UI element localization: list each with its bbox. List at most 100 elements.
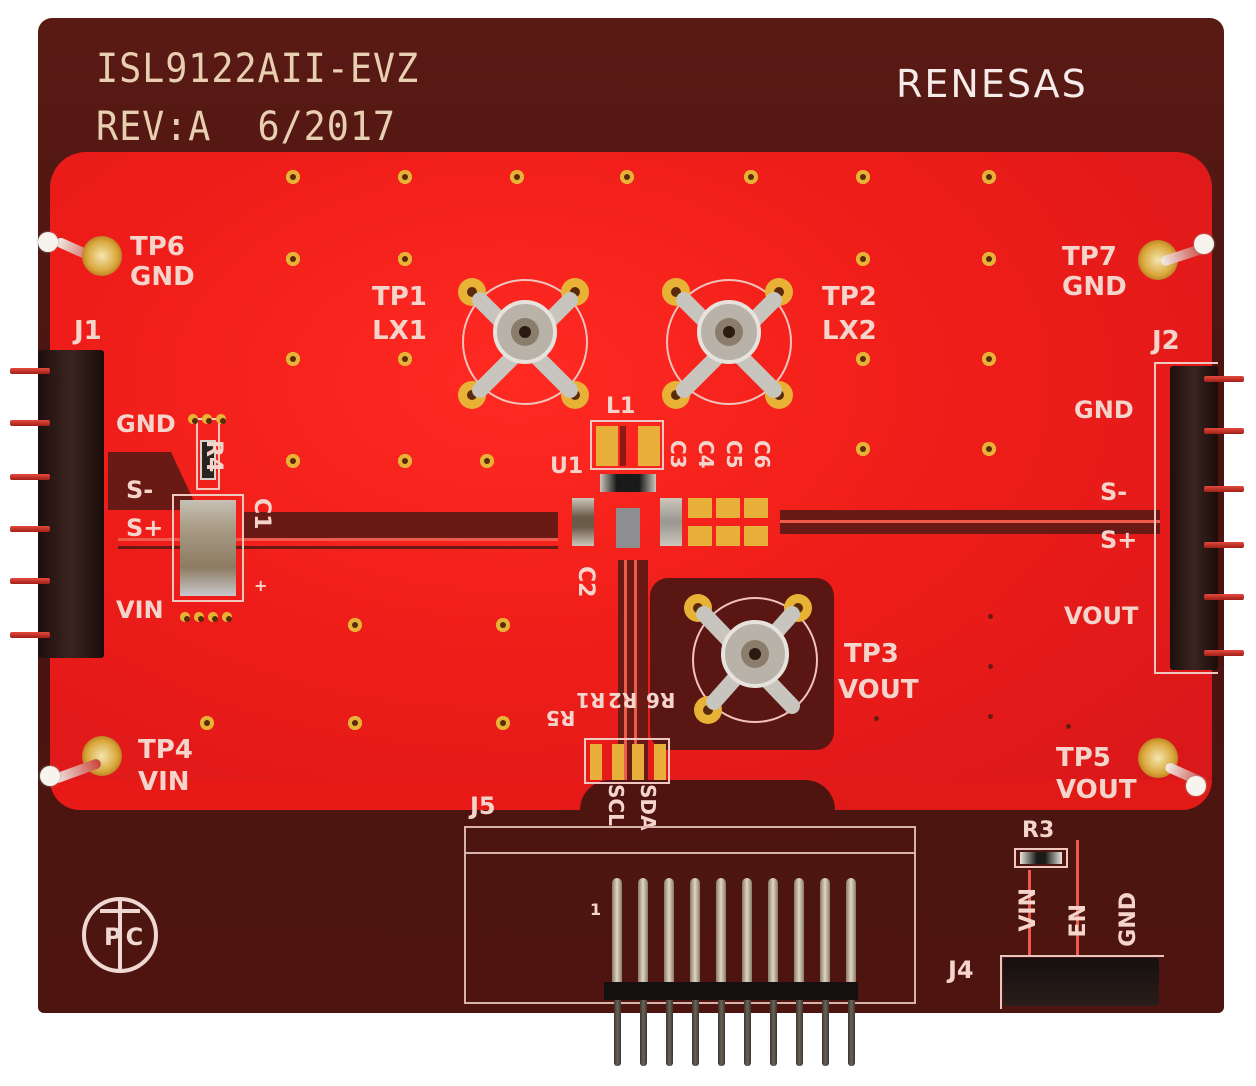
j2-header[interactable] [1170,366,1218,670]
j1-pin[interactable] [10,632,50,638]
j4-ref: J4 [948,956,974,984]
r6-ref: R6 [646,688,676,712]
j4-header[interactable] [1003,958,1159,1006]
j5-pin[interactable] [820,878,830,986]
r3-resistor [1020,852,1062,864]
c4-ref: C4 [694,440,718,469]
via [200,716,214,730]
j1-header[interactable] [38,350,104,658]
via [202,414,212,424]
via [222,612,232,622]
r4-ref: R4 [201,440,226,473]
j5-pin-lower [848,1000,855,1066]
tp1-net: LX1 [372,316,427,346]
j5-pin-lower [744,1000,751,1066]
j1-pin[interactable] [10,368,50,374]
via [856,252,870,266]
via [620,170,634,184]
j2-pin[interactable] [1204,594,1244,600]
j4-label-gnd: GND [1116,892,1141,947]
r6-pad [654,744,666,780]
c6-ref: C6 [750,440,774,469]
tp7-id: TP7 [1062,242,1117,272]
tp7-tip[interactable] [1194,234,1214,254]
copper-pour-bottom-left [50,780,580,810]
j1-pin[interactable] [10,578,50,584]
via [856,442,870,456]
tp5-net: VOUT [1056,775,1137,805]
l1-pad [596,426,618,466]
r5-ref: R5 [546,706,576,730]
j5-pin[interactable] [612,878,622,986]
trace-line [780,520,1160,523]
via [286,170,300,184]
r2-ref: R2 [608,688,638,712]
j5-pin[interactable] [846,878,856,986]
c6-pad [744,498,768,518]
j2-outline [1154,362,1218,674]
via [208,612,218,622]
c5-pad [716,526,740,546]
via [286,252,300,266]
trace-line [118,546,558,549]
j2-pin[interactable] [1204,428,1244,434]
tp6-post[interactable] [82,236,122,276]
j5-pin-lower [666,1000,673,1066]
j5-pin1-marker: 1 [590,900,602,919]
trace-line [634,560,637,780]
tp4-tip[interactable] [40,766,60,786]
j5-pin-lower [614,1000,621,1066]
j5-ref: J5 [470,792,496,820]
j1-label-sense-minus: S- [126,476,154,504]
j5-pin[interactable] [742,878,752,986]
tp2-scope-jack[interactable] [654,270,804,420]
j5-pin[interactable] [664,878,674,986]
j1-pin[interactable] [10,474,50,480]
logo-bar [100,909,140,913]
j2-pin[interactable] [1204,486,1244,492]
tp1-scope-jack[interactable] [450,270,600,420]
j1-pin[interactable] [10,526,50,532]
j5-pin[interactable] [716,878,726,986]
c1-outline [172,494,244,602]
logo-text: PC [104,923,148,951]
c3-ref: C3 [666,440,690,469]
tp4-label: TP4 VIN [138,734,193,798]
tp3-label: TP3 VOUT [838,636,919,708]
j5-pin[interactable] [690,878,700,986]
via [398,352,412,366]
r3-outline [1014,848,1068,868]
via [286,352,300,366]
c4-pad [688,498,712,518]
scl-label: SCL [604,784,628,826]
j1-ref: J1 [74,316,102,346]
r4-resistor [200,440,216,480]
tp5-tip[interactable] [1186,776,1206,796]
c2-capacitor [572,498,594,546]
j5-pin-lower [640,1000,647,1066]
via [398,170,412,184]
tp3-scope-jack[interactable] [680,590,830,740]
j5-pin[interactable] [638,878,648,986]
r3-ref: R3 [1022,818,1055,843]
j2-pin[interactable] [1204,542,1244,548]
via [496,618,510,632]
trace-line [1028,870,1031,956]
via [988,714,993,719]
trace-line [1076,840,1079,956]
c5-ref: C5 [722,440,746,469]
trace-line [624,560,627,780]
j2-label-gnd: GND [1074,396,1134,424]
via [188,414,198,424]
via [496,716,510,730]
smd-part [600,474,656,492]
j1-pin[interactable] [10,420,50,426]
j2-pin[interactable] [1204,376,1244,382]
j5-pin[interactable] [794,878,804,986]
tp6-tip[interactable] [38,232,58,252]
j2-pin[interactable] [1204,650,1244,656]
tp4-id: TP4 [138,735,193,765]
tp6-net: GND [130,262,195,292]
j5-pin-lower [770,1000,777,1066]
j5-pin[interactable] [768,878,778,986]
